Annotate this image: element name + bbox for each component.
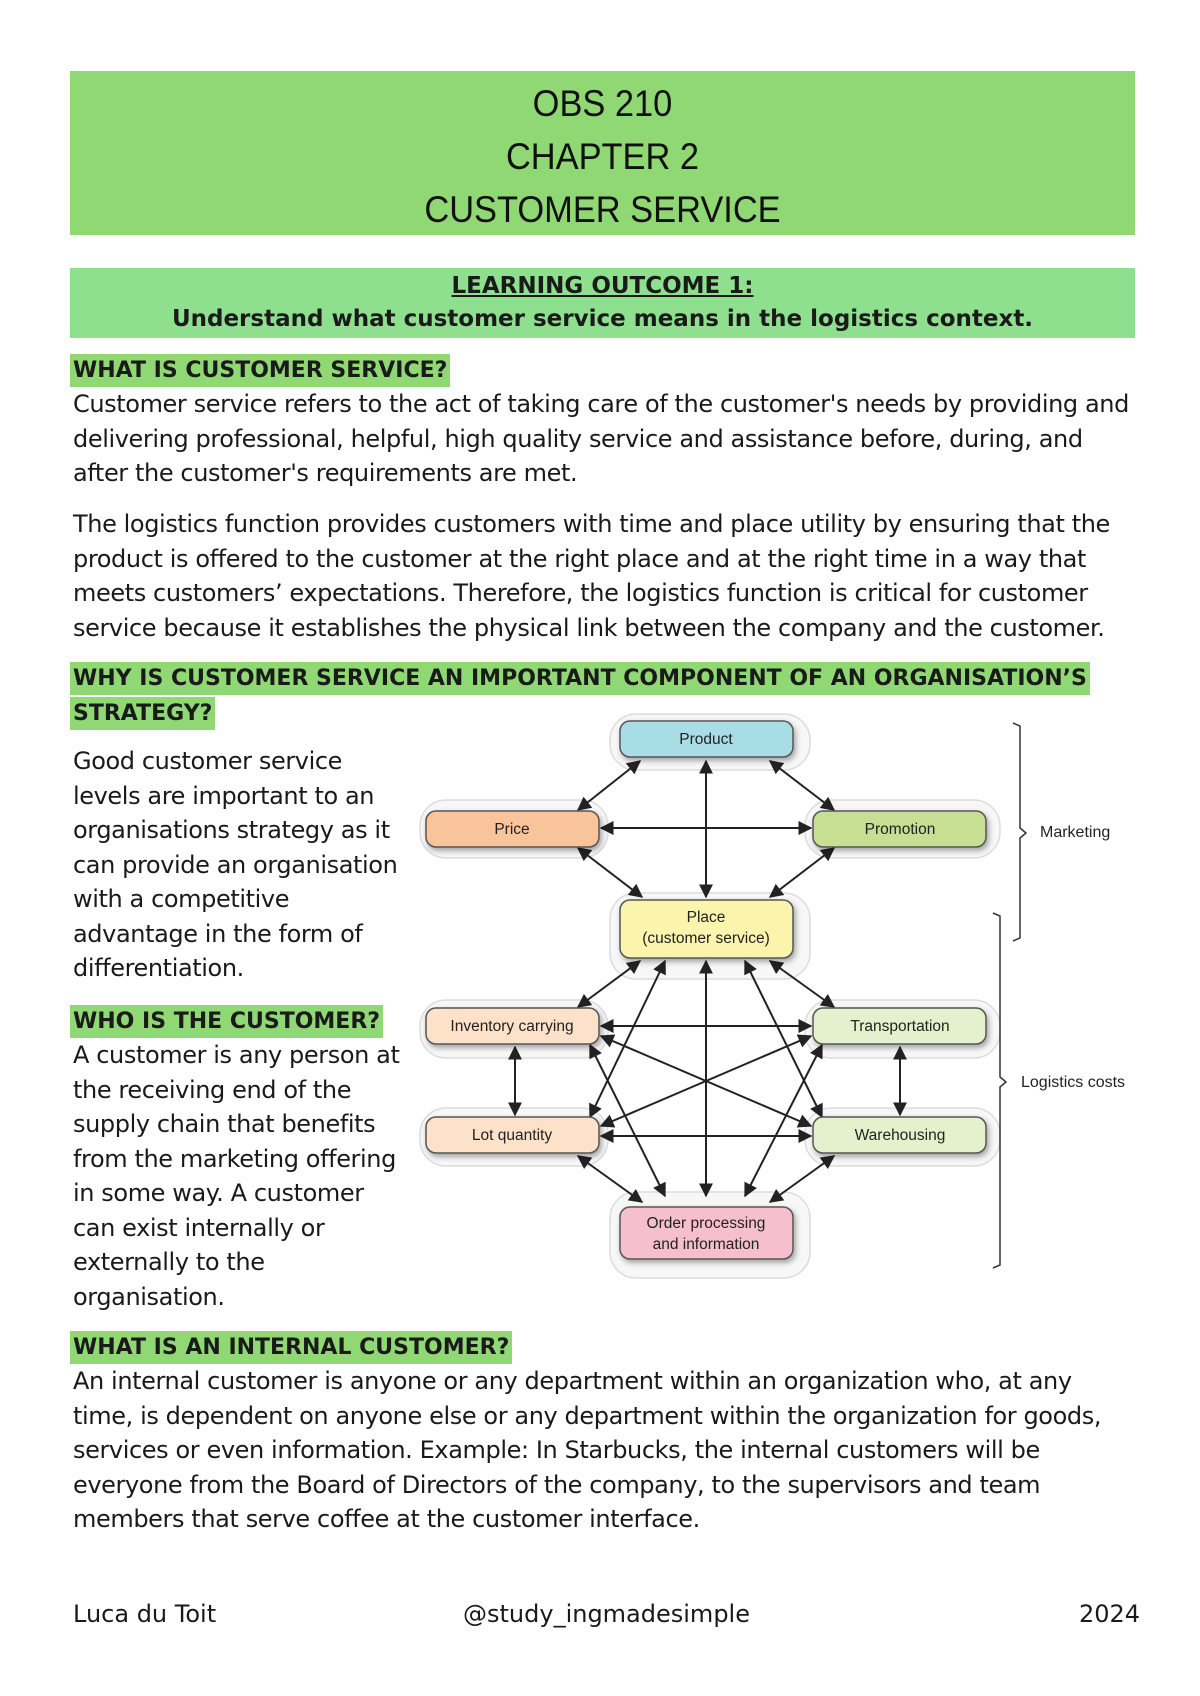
paragraph-internal-customer: An internal customer is anyone or any de… [73, 1367, 1102, 1533]
footer-handle: @study_ingmadesimple [463, 1600, 750, 1628]
label-promotion: Promotion [865, 821, 936, 838]
node-warehousing [812, 1116, 987, 1154]
node-price [425, 810, 600, 848]
heading-who-is-customer: WHO IS THE CUSTOMER? [70, 1005, 384, 1038]
learning-outcome-heading: LEARNING OUTCOME 1: [451, 273, 754, 299]
paragraph-customer-service-definition: Customer service refers to the act of ta… [73, 390, 1129, 487]
chapter-number: CHAPTER 2 [505, 136, 700, 177]
label-warehousing: Warehousing [855, 1127, 946, 1144]
node-product [619, 720, 794, 758]
bracket-label-marketing: Marketing [1040, 824, 1110, 841]
bracket-lines [992, 722, 1028, 1269]
footer-year: 2024 [1079, 1600, 1141, 1628]
node-boxes [425, 720, 987, 1260]
diagram-arrows [508, 759, 907, 1203]
course-code: OBS 210 [532, 83, 673, 124]
paragraph-why-important: Good customer service levels are importa… [73, 747, 398, 982]
learning-outcome-banner: LEARNING OUTCOME 1: Understand what cust… [70, 268, 1135, 338]
learning-outcome-text: Understand what customer service means i… [171, 306, 1034, 332]
bracket-label-logistics-costs: Logistics costs [1021, 1074, 1125, 1091]
node-frames [419, 713, 1001, 1279]
label-place: Place [687, 909, 726, 926]
label-product: Product [679, 731, 733, 748]
label-order-processing: Order processing [647, 1215, 766, 1232]
node-place [619, 899, 794, 959]
node-lot-quantity [425, 1116, 600, 1154]
chapter-title: CUSTOMER SERVICE [424, 189, 781, 230]
node-order-processing [619, 1206, 794, 1260]
node-inventory-carrying [425, 1007, 600, 1045]
node-promotion [812, 810, 987, 848]
paragraph-logistics-function: The logistics function provides customer… [73, 510, 1110, 642]
paragraph-who-is-customer: A customer is any person at the receivin… [73, 1041, 400, 1311]
footer-author: Luca du Toit [73, 1600, 217, 1628]
label-lot-quantity: Lot quantity [472, 1127, 552, 1144]
label-place-sub: (customer service) [642, 930, 769, 947]
label-order-processing-sub: and information [653, 1236, 760, 1253]
label-transportation: Transportation [850, 1018, 949, 1035]
heading-what-is-customer-service: WHAT IS CUSTOMER SERVICE? [70, 354, 451, 387]
title-banner: OBS 210 CHAPTER 2 CUSTOMER SERVICE [70, 71, 1135, 235]
node-transportation [812, 1007, 987, 1045]
label-inventory-carrying: Inventory carrying [450, 1018, 573, 1035]
label-price: Price [494, 821, 529, 838]
heading-why-important-line2: STRATEGY? [70, 697, 216, 730]
heading-why-important-line1: WHY IS CUSTOMER SERVICE AN IMPORTANT COM… [70, 662, 1090, 695]
heading-internal-customer: WHAT IS AN INTERNAL CUSTOMER? [70, 1331, 513, 1364]
